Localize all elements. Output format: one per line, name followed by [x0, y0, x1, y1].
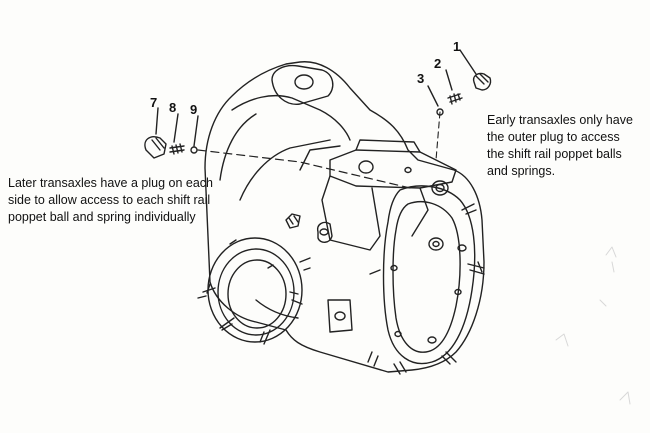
right-flange — [382, 185, 476, 365]
case-fittings — [267, 213, 353, 333]
early-plug-parts — [427, 49, 492, 116]
part-label-2: 2 — [434, 56, 442, 71]
shift-rail-axis — [197, 149, 411, 189]
shift-rail-housing — [321, 139, 457, 251]
part-label-1: 1 — [453, 39, 461, 54]
early-transaxles-note: Early transaxles only have the outer plu… — [487, 113, 633, 178]
top-mounting-ear — [271, 64, 334, 105]
part-label-3: 3 — [417, 71, 425, 86]
ghost-marks — [555, 246, 631, 405]
case-outline — [204, 61, 485, 373]
later-plug-parts — [144, 107, 199, 159]
part-label-8: 8 — [169, 100, 177, 115]
part-label-9: 9 — [190, 102, 198, 117]
flange-studs — [367, 203, 485, 375]
part-label-7: 7 — [150, 95, 158, 110]
later-transaxles-note: Later transaxles have a plug on each sid… — [8, 176, 213, 224]
bell-studs — [197, 239, 303, 345]
